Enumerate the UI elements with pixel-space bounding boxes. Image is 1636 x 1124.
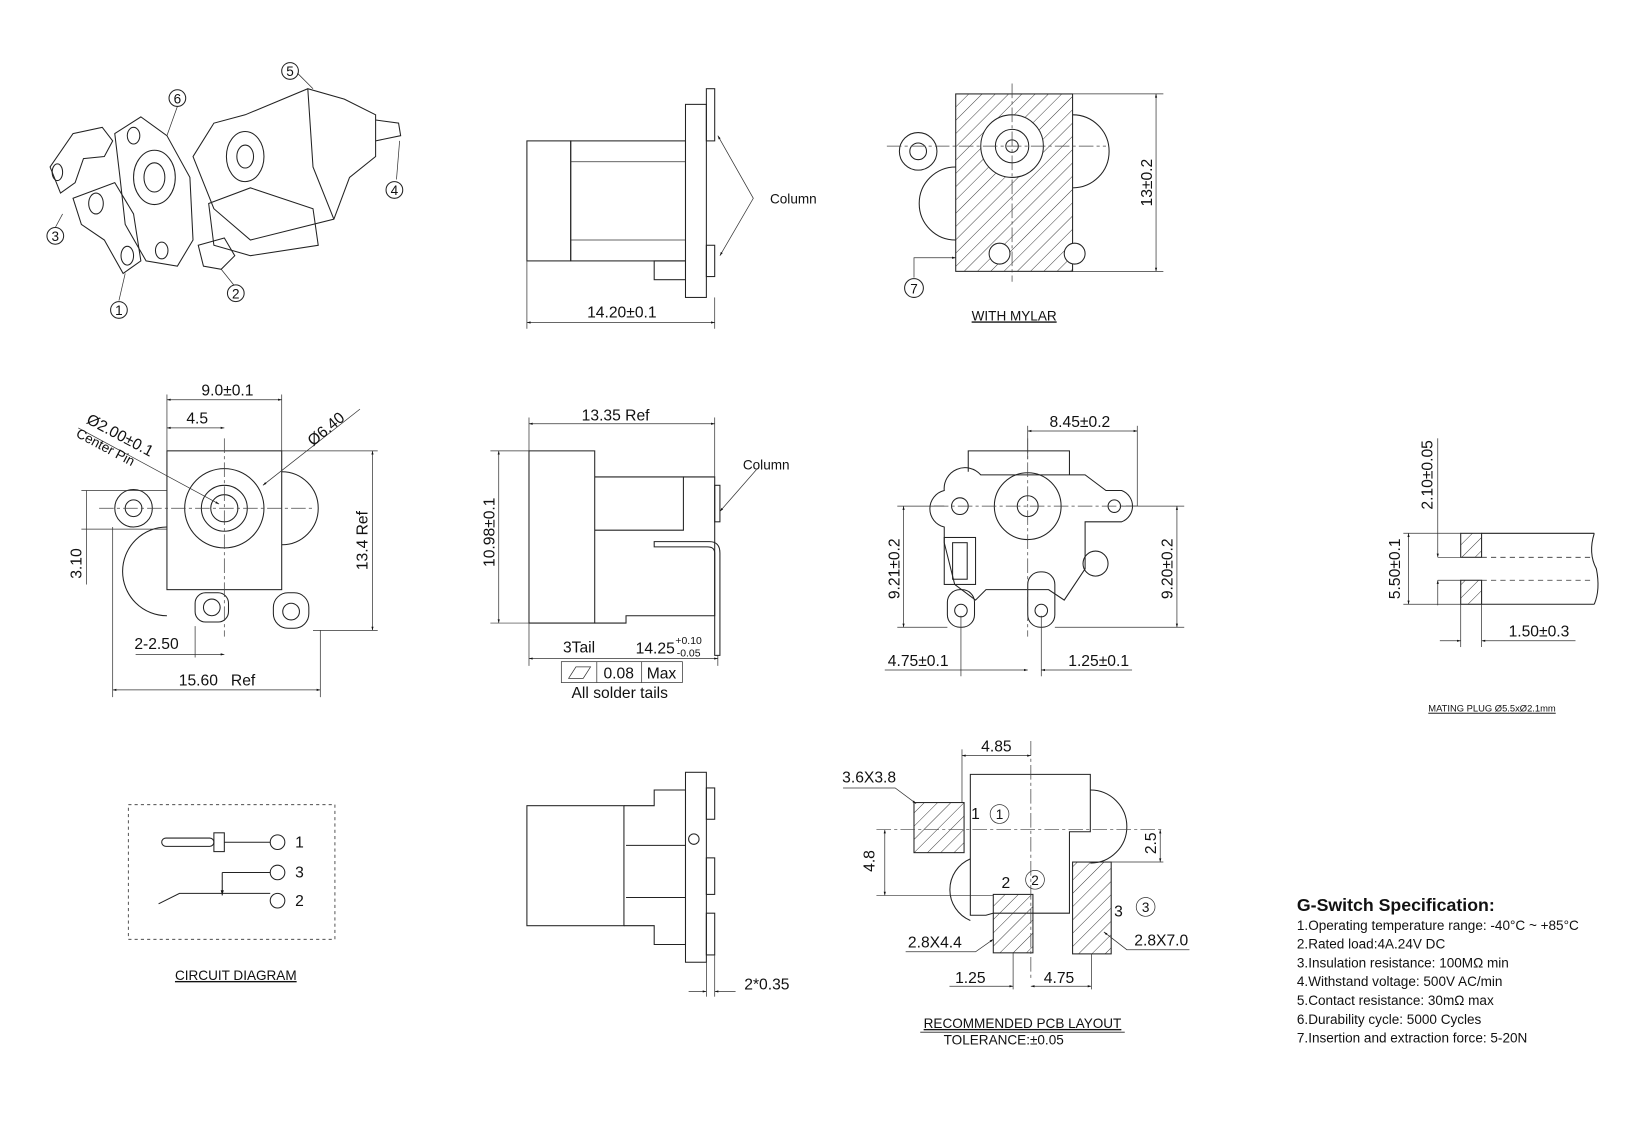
exploded-view: 1 2 3 4 5 6 — [46, 62, 404, 319]
pcb-tolerance: TOLERANCE:±0.05 — [944, 1033, 1064, 1048]
spec-item: 5.Contact resistance: 30mΩ max — [1297, 993, 1494, 1008]
pad-3-callout: 3 — [1142, 900, 1150, 915]
length-dim: 14.20±0.1 — [587, 304, 656, 321]
mating-plug-caption: MATING PLUG Ø5.5xØ2.1mm — [1428, 703, 1556, 714]
tail-dim: 2*0.35 — [744, 976, 790, 993]
spec-item: 7.Insertion and extraction force: 5-20N — [1297, 1031, 1527, 1046]
overall-width-dim: 15.60 Ref — [179, 673, 256, 690]
left-pitch-dim: 4.75±0.1 — [888, 653, 949, 670]
flatness-note: All solder tails — [572, 685, 669, 702]
tail-dim: 2-2.50 — [134, 636, 179, 653]
pad-1-callout: 1 — [996, 807, 1004, 822]
pad3-size: 2.8X7.0 — [1134, 933, 1188, 950]
width-dim: 9.0±0.1 — [201, 383, 253, 400]
height-dim: 13±0.2 — [1139, 159, 1156, 207]
svg-text:5: 5 — [286, 64, 294, 79]
side-view-bottom: 2*0.35 — [526, 771, 790, 997]
offset-dim: 3.10 — [68, 548, 85, 579]
left-height-dim: 9.21±0.2 — [886, 538, 903, 599]
inner-dim: 2.10±0.05 — [1420, 440, 1437, 510]
length-dim: 1.50±0.3 — [1509, 624, 1570, 641]
spec-item: 4.Withstand voltage: 500V AC/min — [1297, 974, 1503, 989]
svg-text:2: 2 — [232, 286, 240, 301]
right-height-dim: 9.20±0.2 — [1160, 538, 1177, 599]
callout-3: 3 — [46, 226, 65, 245]
tail-tol-plus: +0.10 — [675, 636, 702, 647]
pad-1-label: 1 — [971, 806, 980, 823]
pcb-layout: 4.85 3.6X3.8 4.8 2.5 1 1 2 2 3 3 2.8X4.4… — [842, 738, 1190, 1048]
svg-text:4: 4 — [391, 183, 399, 198]
specification-block: G-Switch Specification: 1.Operating temp… — [1297, 895, 1579, 1046]
circuit-caption: CIRCUIT DIAGRAM — [175, 968, 297, 983]
half-width-dim: 4.5 — [186, 411, 208, 428]
bottom-left-dim: 1.25 — [955, 970, 986, 987]
pad-3 — [1072, 861, 1112, 955]
side-view-top: Column 14.20±0.1 — [526, 88, 817, 329]
right-pitch-dim: 1.25±0.1 — [1068, 653, 1129, 670]
callout-6: 6 — [168, 89, 187, 107]
tail-length: 14.25 — [636, 640, 675, 657]
pad2-size: 2.8X4.4 — [908, 935, 962, 952]
pad1-size: 3.6X3.8 — [842, 770, 896, 787]
svg-text:1: 1 — [115, 303, 123, 318]
spec-item: 3.Insulation resistance: 100MΩ min — [1297, 955, 1509, 970]
callout-5: 5 — [281, 62, 299, 80]
offset-dim: 8.45±0.2 — [1049, 414, 1110, 431]
height-dim: 10.98±0.1 — [482, 498, 499, 567]
length-dim: 13.35 Ref — [582, 408, 650, 425]
svg-text:6: 6 — [174, 91, 182, 106]
tail-label: 3Tail — [563, 639, 595, 656]
pitch-top-dim: 4.85 — [981, 738, 1012, 755]
circuit-diagram: 1 3 2 CIRCUIT DIAGRAM — [127, 804, 336, 983]
outer-dim: 5.50±0.1 — [1387, 538, 1404, 599]
spec-item: 1.Operating temperature range: -40°C ~ +… — [1297, 918, 1579, 933]
pad-3-label: 3 — [1114, 903, 1123, 920]
callout-2: 2 — [226, 284, 245, 303]
callout-4: 4 — [385, 181, 404, 199]
flatness-icon — [567, 666, 592, 679]
pad-1 — [913, 802, 965, 854]
pin-1-label: 1 — [295, 834, 304, 851]
flatness-tolerance-frame: 0.08 Max — [560, 661, 683, 683]
spec-title: G-Switch Specification: — [1297, 895, 1495, 915]
side-view: Column 13.35 Ref 10.98±0.1 3Tail 14.25 +… — [482, 408, 790, 703]
mating-plug-view: 5.50±0.1 2.10±0.05 1.50±0.3 MATING PLUG … — [1387, 438, 1599, 714]
pin-3-label: 3 — [295, 865, 304, 882]
right-vert-dim: 2.5 — [1143, 832, 1160, 854]
bore-dim: Ø6.40 — [305, 409, 349, 450]
column-label: Column — [743, 458, 790, 473]
svg-text:0.08: 0.08 — [603, 665, 634, 682]
mylar-view: 13±0.2 7 WITH MYLAR — [886, 83, 1164, 323]
pad-vert-dim: 4.8 — [861, 850, 878, 872]
svg-text:7: 7 — [910, 281, 918, 296]
height-dim: 13.4 Ref — [354, 510, 371, 570]
pad-2-callout: 2 — [1031, 873, 1039, 888]
svg-text:3: 3 — [52, 229, 60, 244]
callout-1: 1 — [110, 301, 128, 319]
column-label: Column — [770, 192, 817, 207]
svg-text:Max: Max — [647, 665, 677, 682]
callout-7: 7 — [904, 278, 924, 298]
pad-2-label: 2 — [1001, 875, 1010, 892]
spec-item: 6.Durability cycle: 5000 Cycles — [1297, 1012, 1482, 1027]
spec-item: 2.Rated load:4A.24V DC — [1297, 937, 1446, 952]
pin-2-label: 2 — [295, 893, 304, 910]
bottom-view: 8.45±0.2 9.21±0.2 9.20±0.2 4.75±0.1 1.25… — [884, 414, 1185, 677]
mylar-caption: WITH MYLAR — [972, 308, 1057, 323]
pad-2 — [992, 893, 1034, 954]
pcb-caption: RECOMMENDED PCB LAYOUT — [924, 1016, 1122, 1031]
tail-tol-minus: -0.05 — [677, 648, 701, 659]
front-view: 9.0±0.1 4.5 Ø2.00±0.1 Center Pin Ø6.40 1… — [68, 383, 378, 698]
bottom-right-dim: 4.75 — [1044, 970, 1075, 987]
